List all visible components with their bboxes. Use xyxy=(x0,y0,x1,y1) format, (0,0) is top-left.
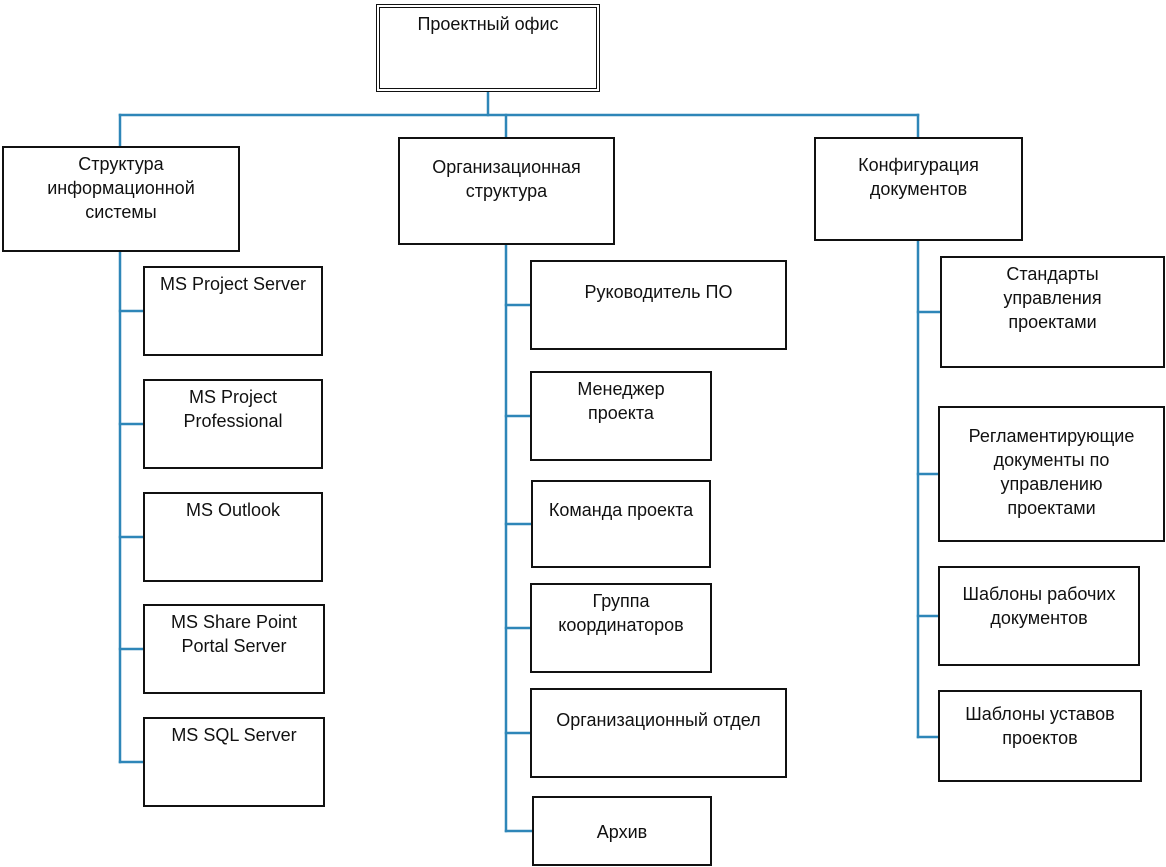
leaf-node: MS SQL Server xyxy=(143,717,325,807)
leaf-node: Команда проекта xyxy=(531,480,711,568)
leaf-label: MS Project Server xyxy=(159,274,307,294)
leaf-label: Шаблоны рабочих документов xyxy=(962,584,1116,628)
leaf-node: Стандарты управления проектами xyxy=(940,256,1165,368)
leaf-node: Руководитель ПО xyxy=(530,260,787,350)
leaf-node: Группа координаторов xyxy=(530,583,712,673)
leaf-label: MS Share Point Portal Server xyxy=(170,612,298,656)
leaf-node: Шаблоны уставов проектов xyxy=(938,690,1142,782)
leaf-node: MS Project Professional xyxy=(143,379,323,469)
leaf-node: MS Share Point Portal Server xyxy=(143,604,325,694)
leaf-label: Команда проекта xyxy=(548,500,694,520)
leaf-label: Регламентирующие документы по управлению… xyxy=(968,426,1135,518)
leaf-label: MS Outlook xyxy=(185,500,281,520)
branch-document-configuration: Конфигурация документов xyxy=(814,137,1023,241)
leaf-node: MS Outlook xyxy=(143,492,323,582)
leaf-label: Архив xyxy=(596,822,648,842)
leaf-node: Менеджер проекта xyxy=(530,371,712,461)
root-node-label: Проектный офис xyxy=(417,14,559,34)
leaf-node: Регламентирующие документы по управлению… xyxy=(938,406,1165,542)
branch-organizational-structure: Организационная структура xyxy=(398,137,615,245)
branch-label: Конфигурация документов xyxy=(858,155,979,199)
leaf-label: Руководитель ПО xyxy=(584,282,733,302)
leaf-label: Организационный отдел xyxy=(556,710,761,730)
leaf-node: Шаблоны рабочих документов xyxy=(938,566,1140,666)
branch-information-system: Структура информационной системы xyxy=(2,146,240,252)
branch-label: Структура информационной системы xyxy=(47,154,195,222)
leaf-label: Шаблоны уставов проектов xyxy=(965,704,1115,748)
leaf-node: MS Project Server xyxy=(143,266,323,356)
leaf-label: MS Project Professional xyxy=(183,387,283,431)
leaf-label: Менеджер проекта xyxy=(577,379,665,423)
leaf-label: Группа координаторов xyxy=(558,591,684,635)
leaf-node: Архив xyxy=(532,796,712,866)
leaf-label: Стандарты управления проектами xyxy=(1003,264,1102,332)
branch-label: Организационная структура xyxy=(432,157,581,201)
root-node: Проектный офис xyxy=(376,4,600,92)
leaf-label: MS SQL Server xyxy=(171,725,297,745)
leaf-node: Организационный отдел xyxy=(530,688,787,778)
